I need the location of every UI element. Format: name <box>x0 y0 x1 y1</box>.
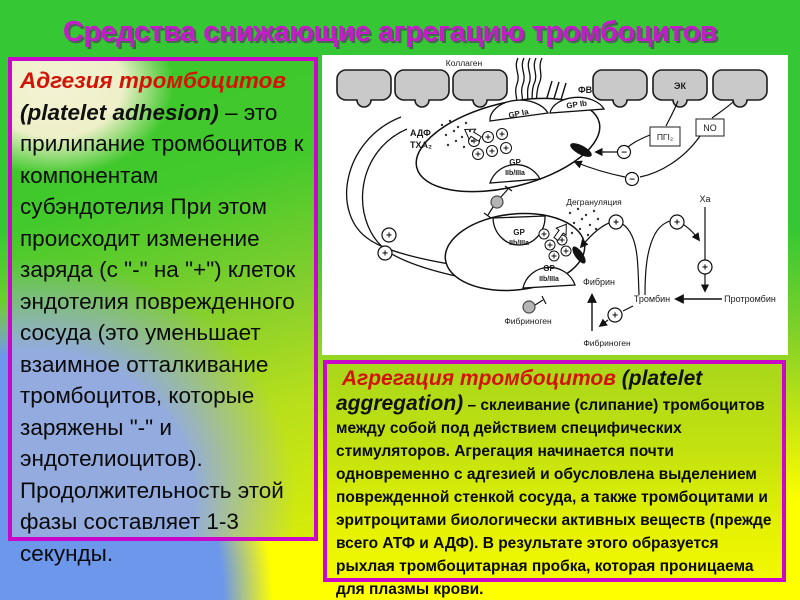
gp-ib-domain <box>549 96 606 114</box>
gp-iib-iiia-domain <box>522 266 576 289</box>
fibrinogen-label: Фибриноген <box>504 316 552 326</box>
svg-text:+: + <box>386 231 392 242</box>
minus-circle: − <box>624 171 640 187</box>
gp-iib-iiia-label: IIb/IIIa <box>505 170 525 177</box>
endothelial-cell <box>336 69 392 108</box>
adhesion-heading-en: (platelet adhesion) <box>20 68 293 125</box>
svg-text:+: + <box>612 311 618 322</box>
platelet-2: GP IIb/IIIa GP IIb/IIIa <box>444 212 586 292</box>
svg-text:+: + <box>613 218 619 229</box>
minus-circle: − <box>616 144 632 160</box>
thrombin-to-fibrin-arrow <box>598 318 609 328</box>
fibrinogen-label: Фибриноген <box>583 338 631 348</box>
endothelial-cell <box>394 69 450 108</box>
plus-circle: + <box>697 259 713 275</box>
endothelial-cell <box>592 69 648 108</box>
degranulation-arrow-icon <box>553 223 567 242</box>
endothelial-cells <box>336 69 768 108</box>
gp-ia-domain <box>489 99 550 122</box>
endothelial-cell <box>452 69 508 108</box>
endothelial-cell <box>712 69 768 108</box>
granule-plus-marks <box>471 131 509 157</box>
no-box <box>695 118 725 137</box>
gp-iib-iiia-label: GP <box>509 158 521 167</box>
txa2-label: ТХА₂ <box>410 140 432 150</box>
aggregation-panel: Агрегация тромбоцитов (platelet aggregat… <box>323 360 786 598</box>
ec-to-pgi2-line <box>665 100 679 127</box>
svg-text:−: − <box>621 148 627 159</box>
aggregation-heading-en: (platelet aggregation) <box>336 367 709 415</box>
release-arrow-icon <box>463 128 483 142</box>
adhesion-text: Адгезия тромбоцитов (platelet adhesion) … <box>20 65 308 569</box>
svg-text:+: + <box>674 218 680 229</box>
aggregation-heading-ru: Агрегация тромбоцитов <box>336 367 616 390</box>
aggregation-body: – склеивание (слипание) тромбоцитов межд… <box>336 397 776 598</box>
gp-iib-iiia-label: IIb/IIIa <box>539 276 559 283</box>
gp-iib-iiia-label: GP <box>513 228 525 237</box>
aggregation-text: Агрегация тромбоцитов (platelet aggregat… <box>336 367 773 600</box>
thrombin-label: Тромбин <box>634 294 670 304</box>
prothrombin-label: Протромбин <box>724 294 776 304</box>
degranulation-label: Дегрануляция <box>566 197 622 207</box>
plus-circle: + <box>377 245 393 261</box>
no-label: NO <box>703 123 717 133</box>
fibrinogen-bridge <box>483 185 513 219</box>
gp-iib-iiia-label: GP <box>543 264 555 273</box>
granule-plus-marks <box>541 231 569 259</box>
adhesion-panel: Адгезия тромбоцитов (platelet adhesion) … <box>8 57 318 566</box>
platelet-1: GP Ia GP Ib GP IIb/IIIa <box>415 96 606 193</box>
xa-label: Ха <box>699 194 710 204</box>
svg-text:+: + <box>702 263 708 274</box>
adp-label: АДФ <box>410 128 431 138</box>
adhesion-contact-spot <box>572 246 586 264</box>
gp-ib-label: GP Ib <box>566 99 588 111</box>
adp-spray-dots <box>440 119 474 149</box>
fibrinogen-molecule <box>522 295 547 314</box>
adhesion-contact-spot <box>570 143 592 157</box>
fibrinogen-sphere <box>490 195 504 209</box>
slide-title: Средства снижающие агрегацию тромбоцитов <box>62 16 718 48</box>
thrombin-to-fibrin-tail <box>622 305 634 312</box>
plus-circle: + <box>669 214 685 230</box>
pgi2-box <box>649 126 681 147</box>
plus-circle: + <box>381 227 397 243</box>
ec-to-no-line <box>711 100 735 119</box>
plus-circle: + <box>608 214 624 230</box>
svg-text:−: − <box>629 175 635 186</box>
gp-iib-iiia-domain <box>492 215 546 246</box>
gp-ia-label: GP Ia <box>508 107 530 120</box>
degranulation-spray-dots <box>568 207 600 237</box>
adhesion-body: – это прилипание тромбоцитов к компонент… <box>20 99 310 566</box>
gp-iib-iiia-label: IIb/IIIa <box>509 240 529 247</box>
endothelial-cell-ec <box>652 69 708 108</box>
svg-text:+: + <box>382 249 388 260</box>
platelet-diagram: ЭК Коллаген ФВ GP Ia GP Ib <box>322 55 788 355</box>
fibrinogen-sphere <box>522 300 536 314</box>
platelet-diagram-svg: ЭК Коллаген ФВ GP Ia GP Ib <box>336 57 776 348</box>
vwf-label: ФВ <box>578 85 593 95</box>
plus-circle: + <box>607 307 623 323</box>
ec-label: ЭК <box>674 81 686 91</box>
pgi2-label: ПГI₂ <box>657 132 673 142</box>
fibrin-label: Фибрин <box>583 277 615 287</box>
gp-iib-iiia-domain <box>489 163 542 184</box>
adhesion-heading-ru: Адгезия тромбоцитов <box>20 68 286 93</box>
collagen-label: Коллаген <box>446 58 483 68</box>
